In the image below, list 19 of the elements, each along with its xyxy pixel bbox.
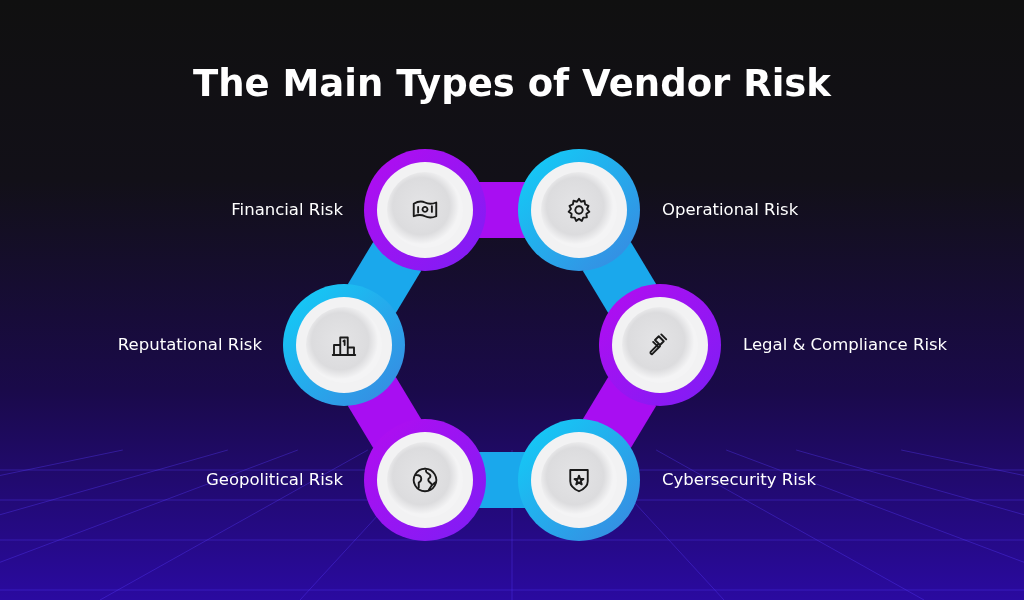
risk-label: Legal & Compliance Risk	[743, 335, 948, 355]
connector-band	[347, 376, 422, 449]
risk-label: Geopolitical Risk	[205, 470, 343, 490]
circle-node	[517, 148, 641, 272]
risk-label: Operational Risk	[662, 200, 799, 220]
risk-label: Cybersecurity Risk	[662, 470, 817, 490]
title: The Main Types of Vendor Risk	[192, 62, 832, 105]
connector-band	[479, 182, 525, 238]
circle-node	[363, 148, 487, 272]
risk-label: Financial Risk	[231, 200, 343, 220]
connector-band	[582, 376, 657, 449]
risk-label: Reputational Risk	[117, 335, 262, 355]
circle-node	[517, 418, 641, 542]
connector-band	[347, 241, 422, 314]
circle-node	[282, 283, 406, 407]
connector-band	[479, 452, 525, 508]
connector-band	[582, 241, 657, 314]
circle-node	[598, 283, 722, 407]
circle-node	[363, 418, 487, 542]
